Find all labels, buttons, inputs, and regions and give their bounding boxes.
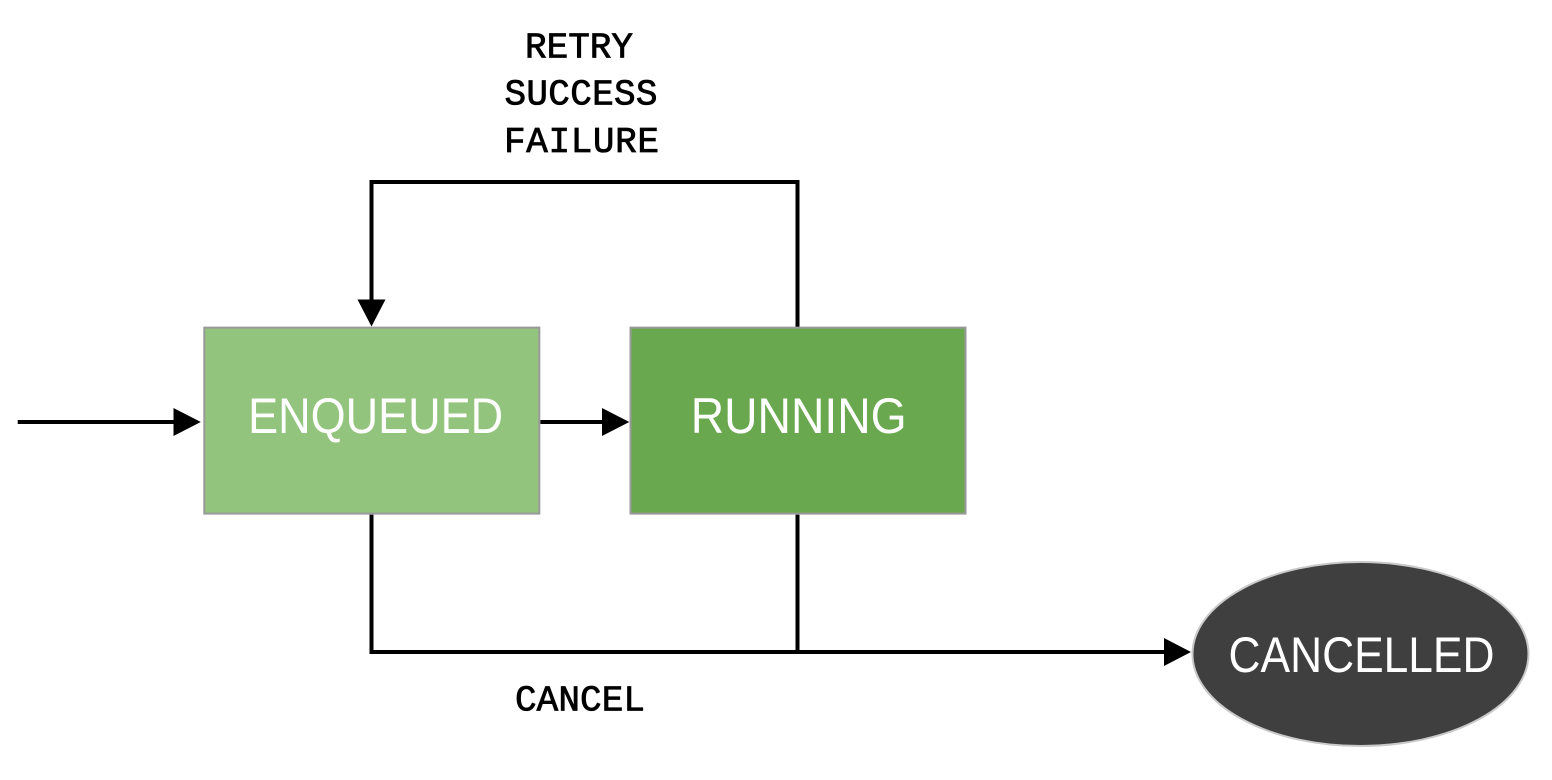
svg-text:ENQUEUED: ENQUEUED	[248, 388, 503, 444]
svg-text:SUCCESS: SUCCESS	[505, 75, 658, 116]
svg-text:CANCEL: CANCEL	[515, 681, 645, 722]
svg-text:RUNNING: RUNNING	[691, 388, 907, 444]
svg-text:RETRY: RETRY	[525, 28, 633, 69]
svg-text:CANCELLED: CANCELLED	[1229, 627, 1495, 683]
svg-text:FAILURE: FAILURE	[504, 122, 659, 163]
